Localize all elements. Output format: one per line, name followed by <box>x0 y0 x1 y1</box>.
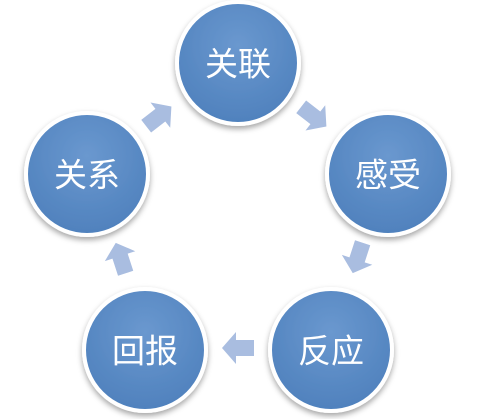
node-n1: 关联 <box>175 0 301 126</box>
arrow-n1-to-n2 <box>296 100 327 131</box>
node-label: 关联 <box>205 45 271 84</box>
node-n4: 回报 <box>82 287 208 413</box>
node-label: 感受 <box>355 156 421 195</box>
arrow-n3-to-n4 <box>222 332 254 364</box>
arrow-n4-to-n5 <box>104 242 136 276</box>
arrow-n2-to-n3 <box>341 240 373 274</box>
node-n5: 关系 <box>24 111 150 237</box>
node-label: 反应 <box>298 332 364 371</box>
node-n3: 反应 <box>268 287 394 413</box>
node-n2: 感受 <box>325 111 451 237</box>
node-label: 关系 <box>54 156 120 195</box>
node-label: 回报 <box>112 332 178 371</box>
arrow-n5-to-n1 <box>141 102 172 133</box>
